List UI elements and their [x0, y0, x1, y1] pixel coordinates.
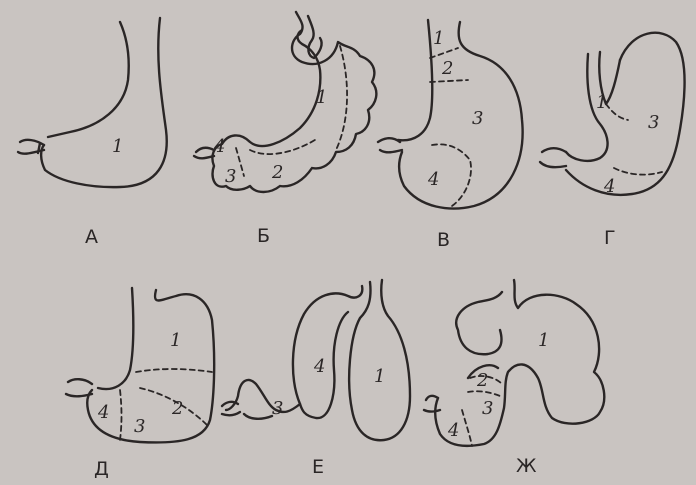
panel-zh: 1 2 3 4 Ж	[424, 280, 604, 477]
boundary-v-12	[430, 48, 458, 58]
boundary-b-34	[236, 148, 244, 176]
region-b-4: 4	[213, 136, 225, 157]
panel-label-d: Д	[94, 458, 109, 480]
region-zh-4: 4	[447, 420, 459, 441]
panel-label-g: Г	[604, 227, 616, 249]
panel-g: 1 3 4 Г	[540, 33, 685, 249]
panel-e: 4 1 3 Е	[222, 280, 410, 478]
stomach-b-inner	[308, 16, 322, 58]
panel-a: 1 А	[18, 18, 167, 248]
panel-label-v: В	[437, 229, 450, 251]
region-e-1: 1	[374, 366, 385, 387]
panel-label-zh: Ж	[516, 455, 537, 477]
boundary-v-23	[430, 80, 468, 82]
panel-d: 1 2 3 4 Д	[66, 288, 214, 480]
boundary-d-12	[136, 369, 212, 372]
region-zh-3: 3	[482, 398, 493, 419]
region-g-3: 3	[648, 112, 659, 133]
region-zh-2: 2	[476, 370, 488, 391]
stomach-b-outline	[212, 12, 376, 192]
region-v-2: 2	[441, 58, 453, 79]
boundary-g-13	[606, 104, 628, 120]
boundary-zh-23	[468, 391, 500, 396]
boundary-d-34	[120, 390, 122, 440]
pylorus-g	[540, 148, 566, 167]
region-b-3: 3	[225, 166, 236, 187]
region-g-1: 1	[596, 92, 607, 113]
panel-v: 1 2 3 4 В	[378, 20, 523, 251]
panel-label-e: Е	[312, 456, 324, 478]
region-d-3: 3	[134, 416, 145, 437]
panel-label-a: А	[85, 226, 98, 248]
region-d-1: 1	[170, 330, 181, 351]
stomach-g-outline	[566, 33, 685, 195]
stomach-zh-outline	[435, 280, 604, 446]
region-e-3: 4	[313, 356, 325, 377]
region-v-4: 4	[427, 169, 439, 190]
pylorus-b	[194, 148, 214, 158]
stomach-a-outline	[41, 18, 167, 187]
region-b-2: 2	[271, 162, 283, 183]
boundary-zh-34	[462, 410, 472, 446]
region-v-1: 1	[433, 28, 444, 49]
region-zh-1: 1	[538, 330, 549, 351]
panel-label-b: Б	[257, 225, 270, 247]
boundary-g-34	[614, 168, 662, 175]
region-a-1: 1	[112, 136, 123, 157]
boundary-b-12	[336, 46, 347, 150]
pylorus-zh	[424, 396, 440, 412]
region-b-1: 1	[316, 87, 327, 108]
pylorus-v	[378, 138, 402, 152]
stomach-v-outline	[398, 20, 523, 209]
region-d-2: 2	[171, 398, 183, 419]
pylorus-d	[66, 379, 92, 396]
region-d-4: 4	[97, 402, 109, 423]
region-e-4: 3	[272, 398, 283, 419]
panel-b: 1 2 3 4 Б	[194, 12, 376, 247]
stomach-e-right-sac	[349, 280, 410, 440]
region-v-3: 3	[472, 108, 483, 129]
pylorus-a	[18, 140, 44, 154]
region-g-4: 4	[603, 176, 615, 197]
